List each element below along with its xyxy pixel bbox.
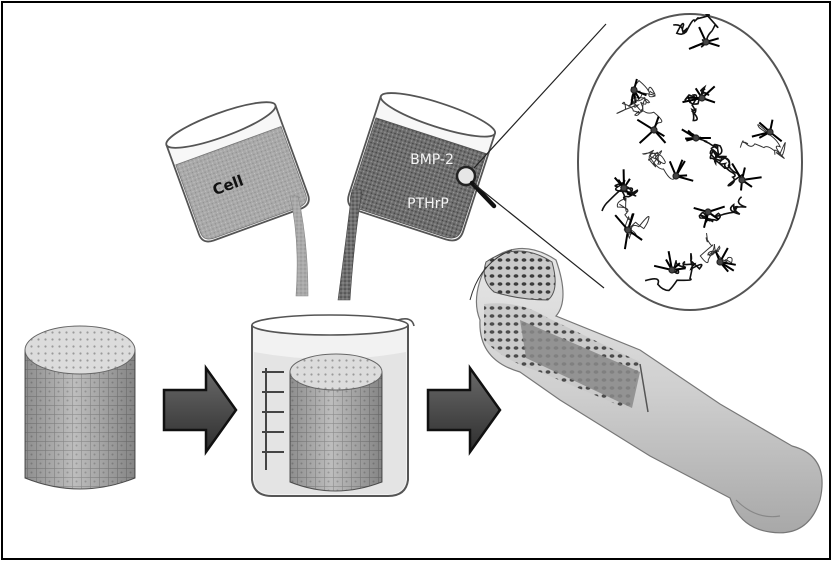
protein-molecule [682,84,716,122]
zoom-line-top [473,23,607,169]
protein-molecule [601,169,639,212]
scaffold-in-beaker-icon [289,353,383,492]
protein-molecule [739,119,786,160]
magnifier-icon [455,165,497,209]
protein-molecule [628,78,656,112]
bone-zoom-arc [469,249,513,301]
protein-zoom-circle [577,13,803,311]
process-arrow-2 [426,364,502,456]
protein-molecule [644,251,703,292]
protein-molecule [616,96,667,144]
pthrp-label: PTHrP [407,196,449,212]
protein-molecules [601,13,786,292]
process-arrow-1 [162,364,238,456]
scaffold-cylinder-icon [24,325,136,490]
growth-factor-pour-stream [337,189,363,301]
beaker-graduation-marks [262,368,284,470]
cell-pour-stream [289,195,309,297]
growth-factor-cup-icon [347,92,497,242]
protein-molecule [673,13,720,50]
beaker-icon [251,314,415,497]
cell-cup-icon: Cell [165,101,310,243]
protein-molecule [641,149,694,182]
protein-molecule [699,233,736,273]
bone-icon [475,247,823,534]
protein-molecule [709,148,762,191]
zoom-line-bottom [473,183,605,289]
protein-molecule [614,197,650,250]
protein-molecule [693,196,747,228]
bmp2-label: BMP-2 [410,152,454,168]
protein-molecule [681,128,728,167]
